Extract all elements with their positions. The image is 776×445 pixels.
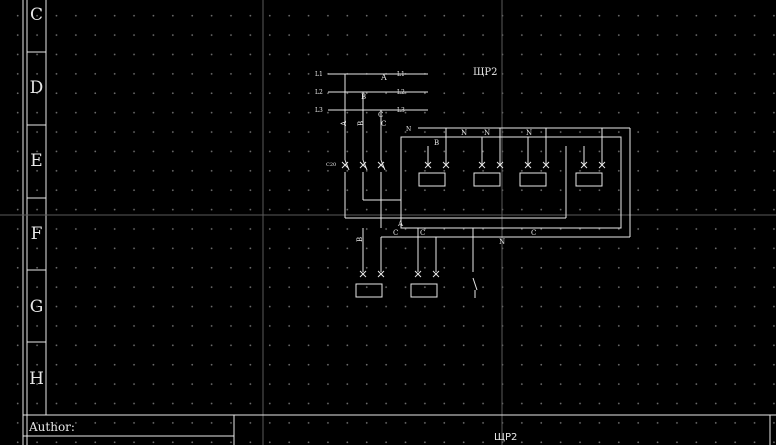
row-label-e: E <box>30 151 43 171</box>
svg-text:N: N <box>526 129 532 137</box>
svg-text:B: B <box>356 237 364 242</box>
main-breaker-label: C20 <box>326 162 336 168</box>
bus-label-l2: L2 <box>315 89 323 96</box>
phase-label-c: C <box>378 111 383 119</box>
bus-label-l3: L3 <box>315 107 323 114</box>
phase-label-a: A <box>380 73 387 82</box>
svg-text:C: C <box>393 229 398 237</box>
svg-text:C: C <box>420 229 425 237</box>
svg-text:C: C <box>381 120 386 128</box>
row-label-h: H <box>29 369 44 389</box>
svg-text:B: B <box>357 121 365 126</box>
bus-label-l2-right: L2 <box>397 89 405 96</box>
bus-label-l1: L1 <box>315 71 323 78</box>
svg-text:A: A <box>397 220 404 228</box>
branch-breakers[interactable] <box>418 128 606 187</box>
row-label-c: C <box>29 5 43 25</box>
author-field-label: Author: <box>29 420 75 434</box>
row-label-d: D <box>29 78 44 98</box>
svg-text:N: N <box>461 129 467 137</box>
bus-label-l3-right: L3 <box>397 107 405 114</box>
phase-drops <box>344 74 382 160</box>
row-label-g: G <box>29 297 44 317</box>
svg-text:B: B <box>434 139 439 147</box>
svg-text:A: A <box>340 120 348 127</box>
wire-labels: A B C B N N N A C C N C B <box>340 120 536 246</box>
panel-title: ЩР2 <box>473 67 498 78</box>
svg-text:C: C <box>531 229 536 237</box>
neutral-label: N <box>406 126 411 133</box>
lower-breakers[interactable] <box>355 228 478 298</box>
bus-label-l1-right: L1 <box>397 71 405 78</box>
title-block-drawing-name: ЩР2 <box>494 432 518 443</box>
bus-lines <box>328 73 428 111</box>
svg-text:N: N <box>484 129 490 137</box>
svg-text:N: N <box>499 238 505 246</box>
row-label-f: F <box>30 224 43 244</box>
distribution-wiring <box>345 128 631 238</box>
phase-label-b: B <box>361 93 366 101</box>
